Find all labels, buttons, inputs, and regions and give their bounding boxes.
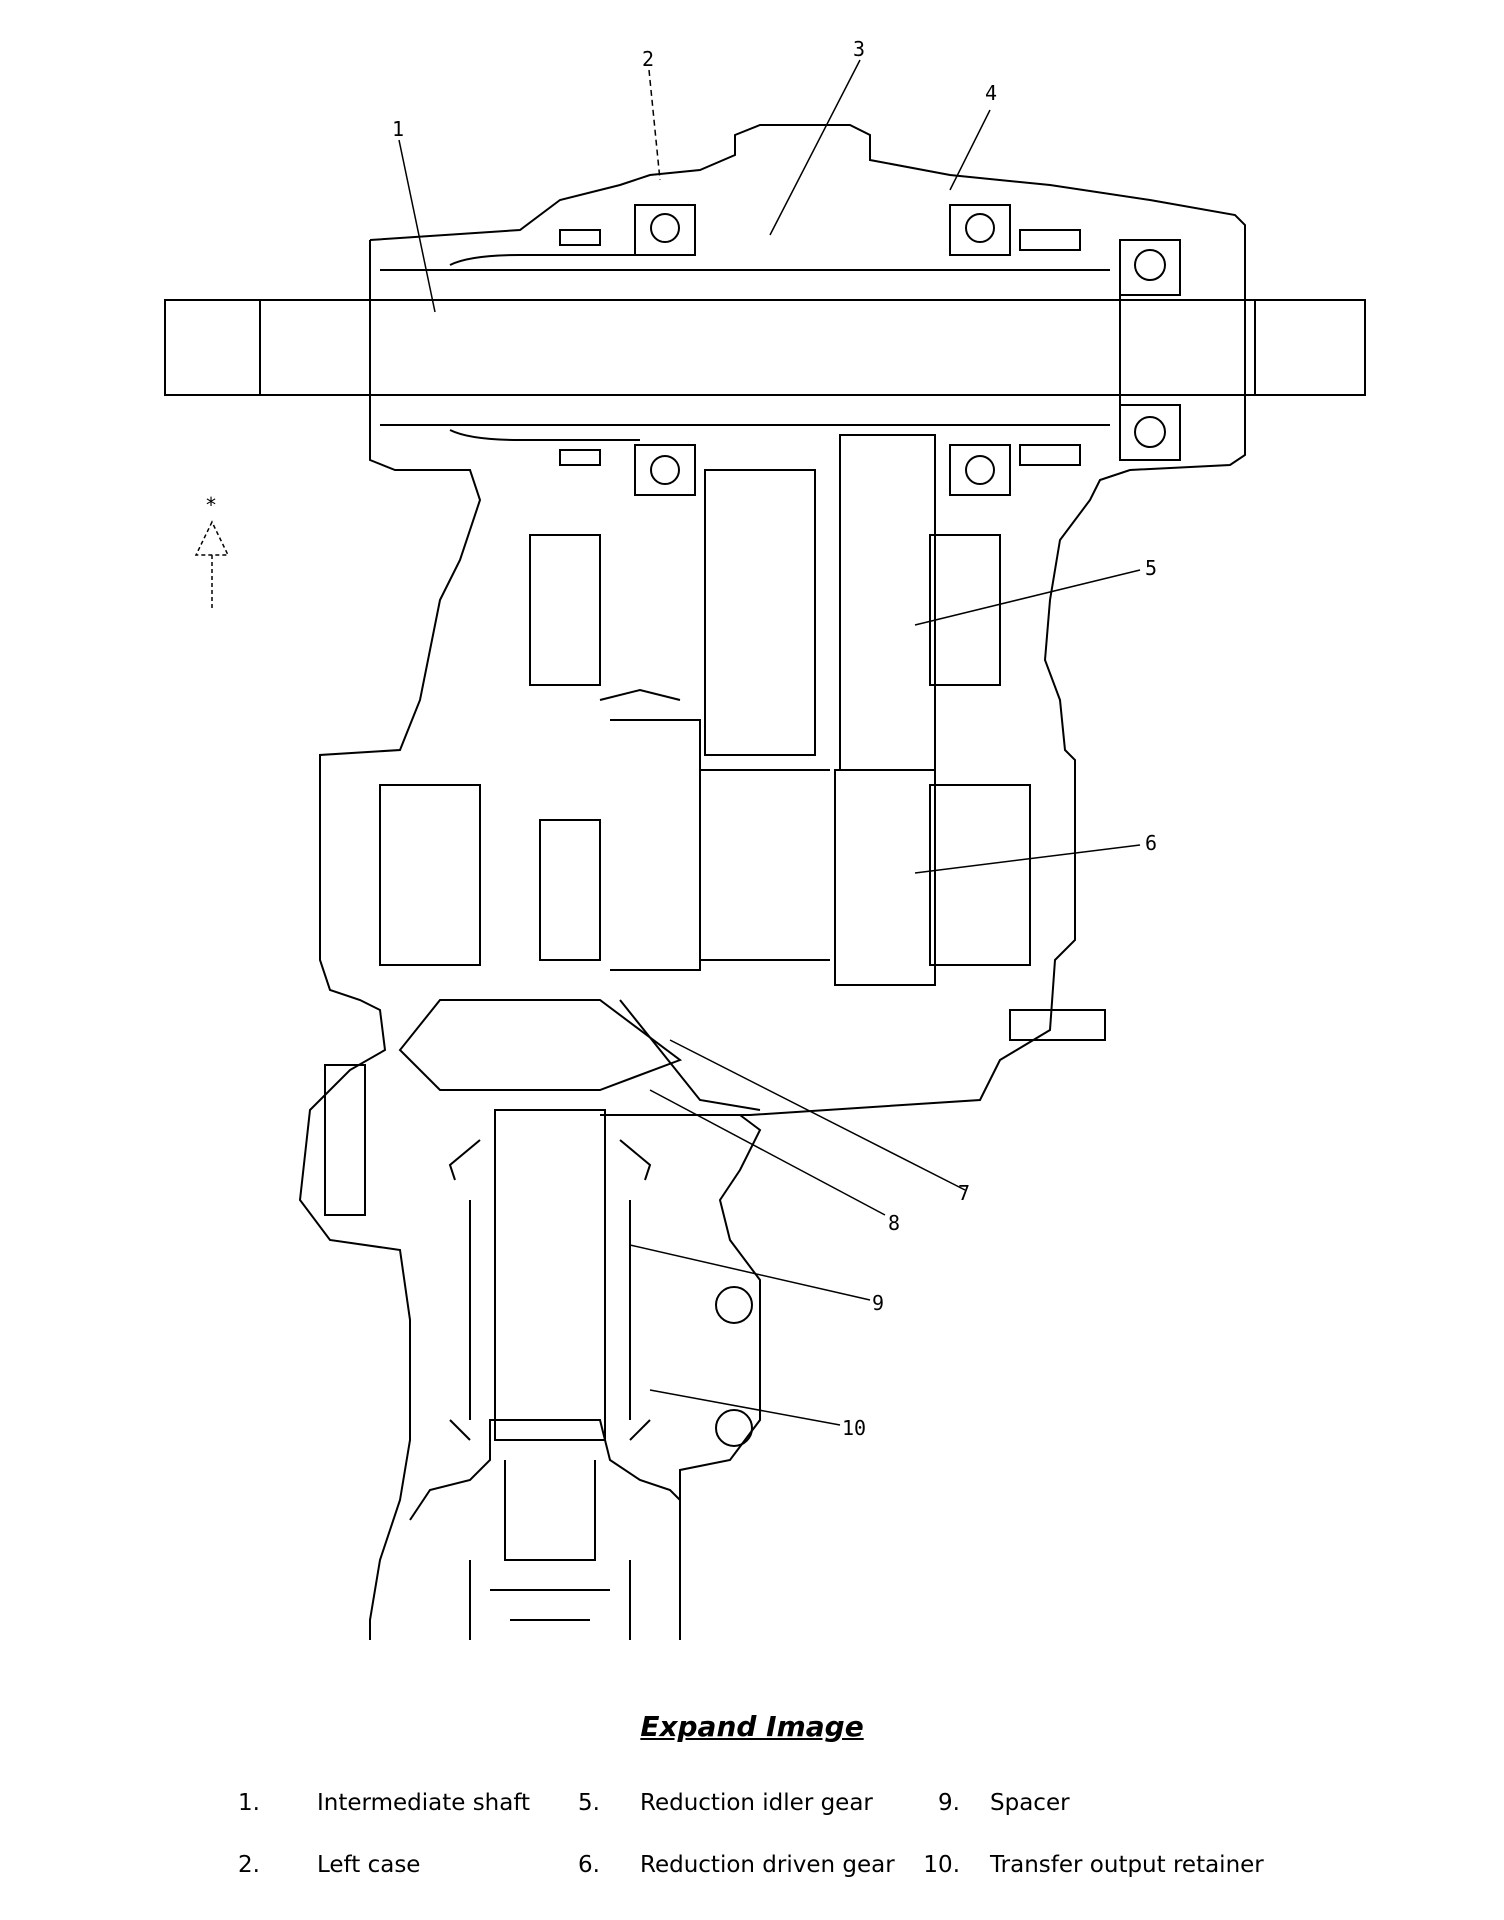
callout-5: 5 xyxy=(1145,556,1157,580)
shaft-bearing-upper-left xyxy=(634,204,696,256)
legend-label: Left case xyxy=(317,1852,421,1878)
bevel-gear xyxy=(398,999,683,1091)
intermediate-shaft xyxy=(164,299,1366,396)
legend-label: Reduction driven gear xyxy=(640,1852,895,1878)
legend-label: Reduction idler gear xyxy=(640,1790,873,1816)
direction-arrow-icon: * xyxy=(194,493,230,608)
shaft-bearing-lower-left xyxy=(634,444,696,496)
legend-num: 1. xyxy=(238,1790,260,1816)
legend-num: 2. xyxy=(238,1852,260,1878)
reduction-driven-gear xyxy=(834,769,936,986)
bearing-upper-left xyxy=(529,534,601,686)
callout-2: 2 xyxy=(642,47,654,71)
mount-hole-lower xyxy=(715,1409,753,1447)
legend-num: 6. xyxy=(578,1852,600,1878)
legend-num: 10. xyxy=(923,1852,960,1878)
idler-gear-left-block xyxy=(704,469,816,756)
legend-num: 9. xyxy=(938,1790,960,1816)
mount-bolt-right xyxy=(1009,1009,1106,1041)
callout-10: 10 xyxy=(842,1416,866,1440)
callout-6: 6 xyxy=(1145,831,1157,855)
callout-7: 7 xyxy=(958,1181,970,1205)
mount-bolt-left xyxy=(324,1064,366,1216)
shaft-bearing-lower-right xyxy=(949,444,1011,496)
legend-num: 5. xyxy=(578,1790,600,1816)
output-shaft xyxy=(494,1109,606,1441)
output-flange xyxy=(469,1560,631,1640)
spacer xyxy=(469,1200,631,1420)
callout-8: 8 xyxy=(888,1211,900,1235)
legend-label: Transfer output retainer xyxy=(990,1852,1264,1878)
shaft-bearing-upper-right xyxy=(949,204,1011,256)
reduction-idler-gear xyxy=(839,434,936,771)
lower-housing-right xyxy=(679,1114,762,1640)
lower-retainer-outline xyxy=(409,1419,681,1521)
expand-image-link[interactable]: Expand Image xyxy=(640,1710,864,1743)
legend-label: Spacer xyxy=(990,1790,1070,1816)
callout-3: 3 xyxy=(853,37,865,61)
shaft-bearing-upper-far xyxy=(1119,239,1181,296)
left-housing-outline xyxy=(298,240,482,1640)
callout-1: 1 xyxy=(392,117,404,141)
upper-housing-outline xyxy=(369,124,1246,1116)
legend-label: Intermediate shaft xyxy=(317,1790,531,1816)
callout-4: 4 xyxy=(985,81,997,105)
transfer-assembly-diagram: 1 2 3 4 5 6 7 8 9 10 * xyxy=(164,37,1366,1640)
direction-star: * xyxy=(205,493,217,517)
parts-legend: 1. Intermediate shaft 2. Left case 5. Re… xyxy=(0,1775,1504,1915)
shaft-bearing-lower-far xyxy=(1119,404,1181,461)
bearing-mid-left xyxy=(379,784,481,966)
bearing-upper-right xyxy=(929,534,1001,686)
mount-hole-upper xyxy=(715,1286,753,1324)
bearing-mid-right xyxy=(929,784,1031,966)
callout-9: 9 xyxy=(872,1291,884,1315)
